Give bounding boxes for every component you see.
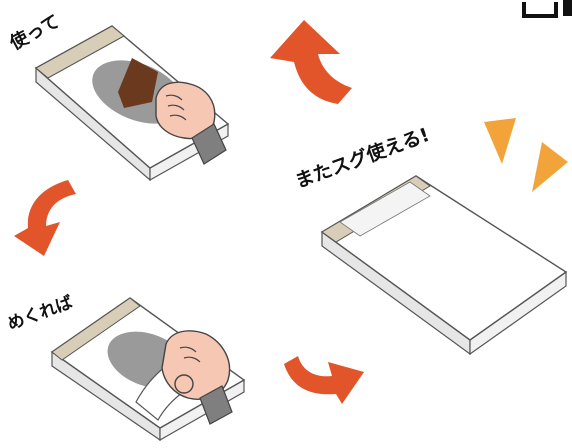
pad-edge-strip xyxy=(35,25,125,79)
pad-top xyxy=(320,175,568,341)
pad-in-use xyxy=(34,25,230,182)
label-peel: めくれば xyxy=(5,293,76,335)
sparkle-icon xyxy=(484,118,568,192)
hand xyxy=(161,330,233,425)
sleeve xyxy=(191,123,227,165)
curved-arrow-icon xyxy=(270,20,352,104)
corner-bracket-icon xyxy=(522,0,572,18)
curved-arrow-icon xyxy=(14,180,76,256)
top-sheet xyxy=(339,181,431,237)
pad-peeling xyxy=(50,297,246,442)
stain xyxy=(118,58,158,108)
pad-edge-strip xyxy=(51,297,141,361)
hand xyxy=(155,81,227,165)
label-use: 使って xyxy=(6,11,64,55)
pad-fresh xyxy=(320,175,568,356)
curved-arrow-icon xyxy=(284,356,364,404)
sleeve xyxy=(199,385,233,425)
